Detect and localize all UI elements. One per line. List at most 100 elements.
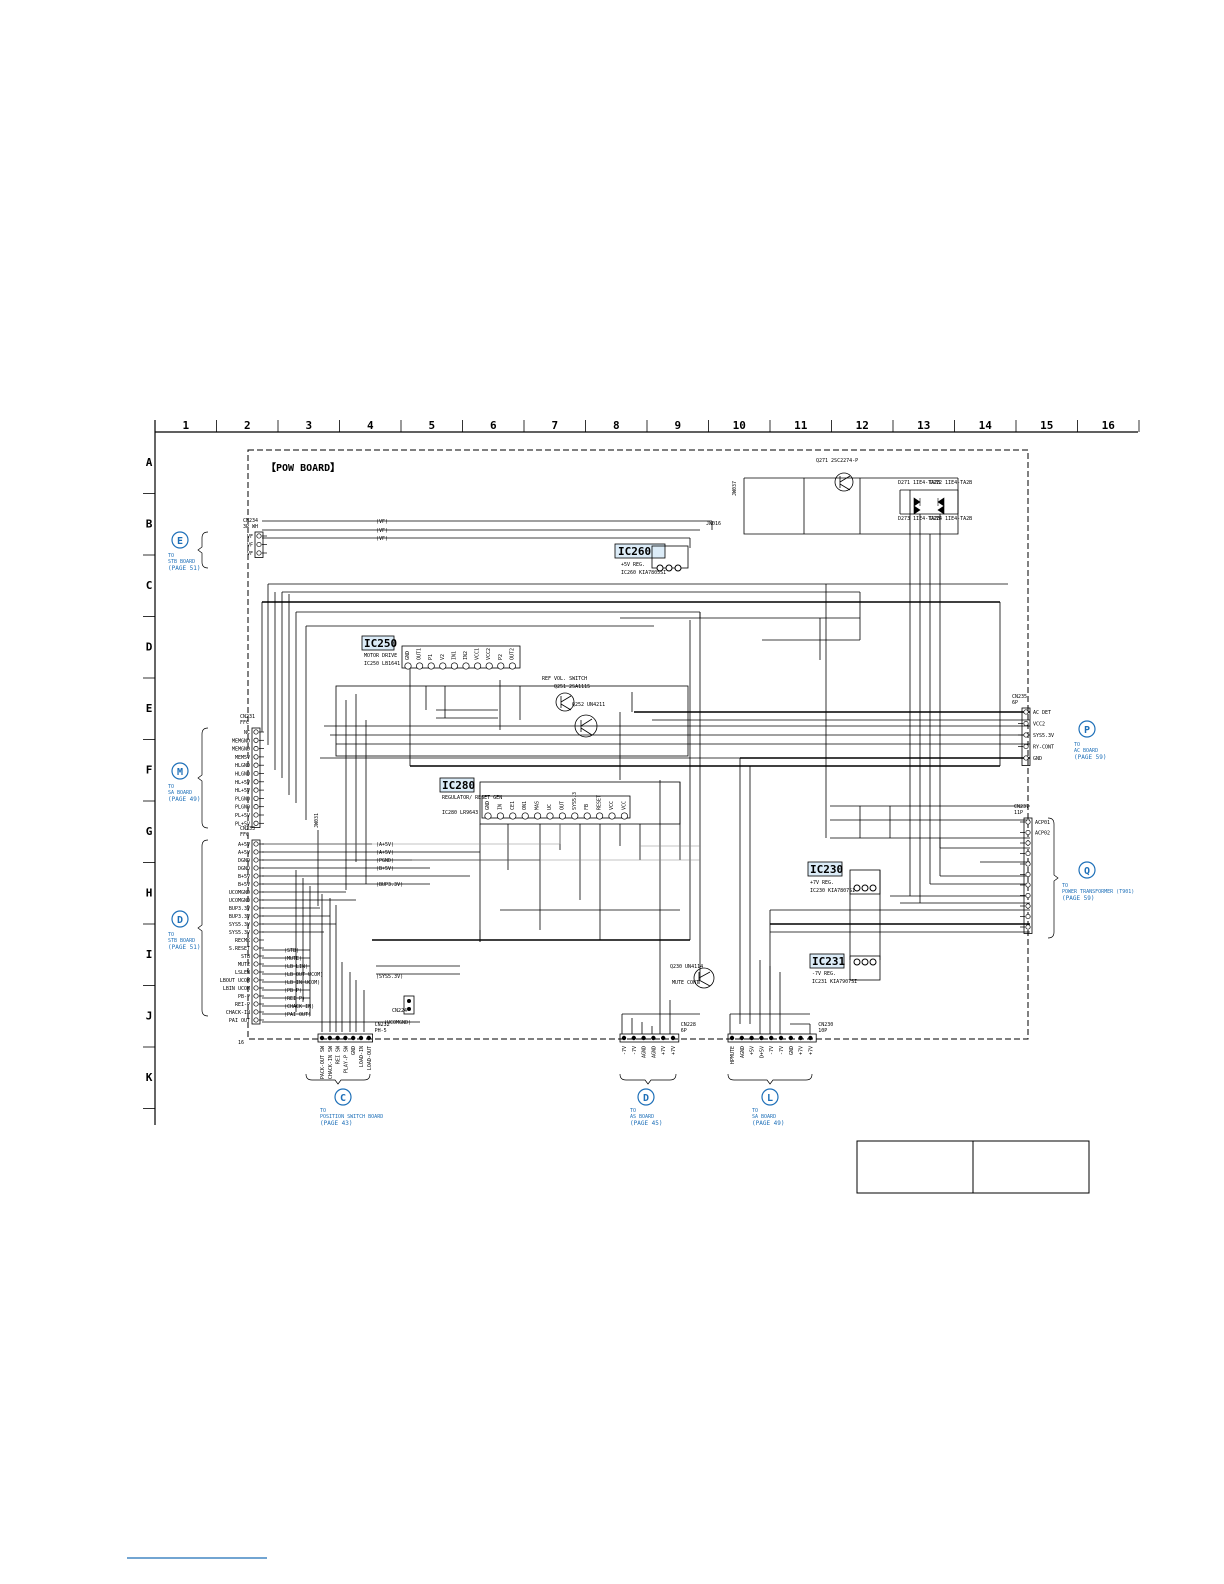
destination-badge[interactable] <box>1078 861 1096 879</box>
signal-tag: (LB LIN) <box>284 964 308 970</box>
grid-row-G: G <box>146 825 153 838</box>
signal-tag: (A+5V) <box>376 842 394 848</box>
diode-bridge <box>913 497 945 515</box>
svg-text:-7V REG.: -7V REG. <box>812 971 836 977</box>
destination-badge[interactable] <box>171 910 189 928</box>
ic-pin-label: OUT1 <box>417 648 423 660</box>
connector-pin-label: LBIN UCOM <box>223 986 250 992</box>
destination-page: (PAGE 59) <box>1062 895 1095 902</box>
connector-pin <box>253 929 259 935</box>
connector-pin-label: -7V <box>632 1046 638 1055</box>
board-title: 【POW BOARD】 <box>266 461 340 474</box>
ref-vol-switch-label: REF VOL. SWITCH <box>542 676 587 682</box>
destination-badge[interactable] <box>1078 720 1096 738</box>
ic-pin <box>450 662 458 670</box>
connector-pin-label: ACP01 <box>1035 820 1050 826</box>
ic-pin <box>509 812 517 820</box>
connector-pin <box>651 1035 656 1041</box>
ic-pin <box>485 662 493 670</box>
connector-pin <box>1023 709 1029 715</box>
destination-board: AS BOARD <box>630 1114 654 1120</box>
connector-pin-label: STB <box>241 954 250 960</box>
connector-pin <box>641 1035 646 1041</box>
grid-column-2: 2 <box>244 419 251 432</box>
connector-pin <box>631 1035 636 1041</box>
signal-tag: (SYS5.3V) <box>376 974 403 980</box>
connector-pin-label: HL+5V <box>235 788 250 794</box>
svg-text:IC260: IC260 <box>618 545 651 558</box>
destination-to: TO <box>1062 883 1068 889</box>
destination-page: (PAGE 51) <box>168 565 201 572</box>
ic260: IC260 +5V REG. IC260 KIA7805SI <box>614 543 689 576</box>
connector-pin <box>327 1035 332 1041</box>
connector-pin <box>256 533 262 539</box>
signal-tag: (A+5V) <box>376 850 394 856</box>
grid-column-10: 10 <box>733 419 746 432</box>
connector-spec: PH-5 <box>375 1028 387 1034</box>
connector-spec: 10P <box>818 1028 827 1034</box>
grid-row-F: F <box>146 764 153 777</box>
ic-pin-label: OUT <box>559 801 565 810</box>
grid-column-15: 15 <box>1040 419 1053 432</box>
connector-cn224: CN224 <box>392 995 415 1015</box>
connector-pin-label: PAI OUT <box>229 1018 250 1024</box>
grid-column-12: 12 <box>856 419 869 432</box>
power-rails <box>262 601 1030 941</box>
connector-pin-label: +7V <box>799 1046 805 1055</box>
ic231: IC231 -7V REG. IC231 KIA7907SI <box>809 953 881 985</box>
mute-cont-label: MUTE CONT <box>672 980 699 986</box>
ic-pin-label: VCC <box>621 801 627 810</box>
connector-pin-label: +7V <box>661 1046 667 1055</box>
connector-pin <box>749 1035 754 1041</box>
connector-pin-label: S.RESET <box>229 946 250 952</box>
connector-id: CN237 <box>1014 804 1029 810</box>
grid-row-K: K <box>146 1071 153 1084</box>
destination-badge[interactable] <box>761 1088 779 1106</box>
connector-pin-label: LBOUT UCOM <box>220 978 250 984</box>
connector-pin <box>253 905 259 911</box>
connector-pin <box>778 1035 784 1041</box>
destination-badge[interactable] <box>171 531 189 549</box>
connector-pin-label: PL+5V <box>235 821 250 827</box>
grid-column-3: 3 <box>305 419 312 432</box>
destination-board: AC BOARD <box>1074 748 1098 754</box>
destination-badge[interactable] <box>334 1088 352 1106</box>
ic-pin <box>497 662 505 670</box>
destination-badge[interactable] <box>637 1088 655 1106</box>
connector-spec: 11P <box>1014 810 1023 816</box>
connector-pin-label: PLGND <box>235 805 250 811</box>
connector-cn233: A+5VA+5VDGNDDGNDB+5VB+5VUCOMGNDUCOMGNDBU… <box>220 826 264 1025</box>
signal-lines <box>262 824 700 861</box>
ic-pin <box>583 812 591 820</box>
connector-pin <box>1023 720 1029 727</box>
connector-pin-label: AGND <box>642 1046 648 1058</box>
destination-page: (PAGE 49) <box>168 796 201 803</box>
connector-pin <box>253 787 259 793</box>
ic-pin-label: IN1 <box>451 651 457 660</box>
connector-id: CN231 <box>240 714 255 720</box>
connector-pin-label: AC DET <box>1033 710 1051 716</box>
destination-badge[interactable] <box>171 762 189 780</box>
jw016-label: JW016 <box>706 521 721 527</box>
destination-badge-letter: C <box>340 1093 346 1104</box>
connector-pin-label: DGND <box>238 866 250 872</box>
connector-id: CN235 <box>1012 694 1027 700</box>
q230-label: Q230 UN4114 <box>670 964 703 970</box>
svg-text:IC231: IC231 <box>812 955 845 968</box>
d273-label: D273 1IE4-TA2B <box>898 516 940 522</box>
destination-board: SA BOARD <box>168 790 192 796</box>
ic-pin-label: ON1 <box>522 801 528 810</box>
connector-pin-label: +5V <box>750 1046 756 1055</box>
connector-id: CN228 <box>681 1022 696 1028</box>
connector-pin-label: GND <box>1033 756 1042 762</box>
